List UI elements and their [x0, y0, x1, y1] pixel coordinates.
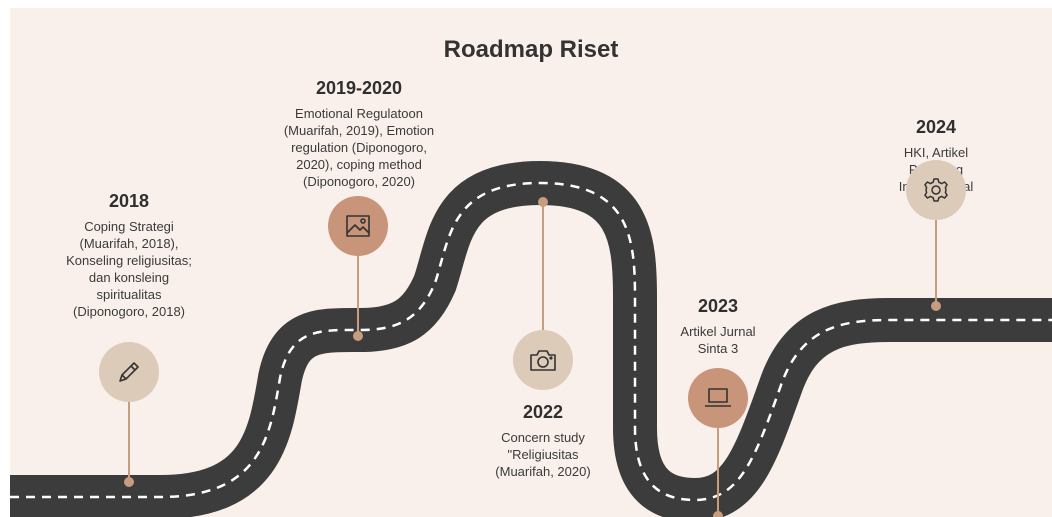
roadmap-canvas: Roadmap Riset 2018 Coping Strategi (Muar… — [10, 8, 1052, 517]
milestone-year: 2018 — [108, 191, 150, 211]
milestone-year: 2022 — [522, 402, 564, 422]
gear-icon — [906, 160, 966, 220]
page-title: Roadmap Riset — [443, 36, 619, 63]
milestone-year: 2024 — [915, 117, 957, 137]
image-icon — [328, 196, 388, 256]
milestone-2018: 2018 Coping Strategi (Muarifah, 2018), K… — [44, 191, 214, 320]
milestone-description: Emotional Regulatoon (Muarifah, 2019), E… — [283, 106, 435, 189]
pin-2019-2020 — [353, 254, 363, 341]
pin-2022 — [538, 197, 548, 330]
road-lane-marking — [10, 181, 1052, 502]
pin-2023 — [713, 422, 723, 517]
milestone-2019-2020: 2019-2020 Emotional Regulatoon (Muarifah… — [244, 78, 474, 190]
pin-2018 — [124, 396, 134, 487]
milestone-2022: 2022 Concern study "Religiusitas (Muarif… — [463, 402, 623, 480]
milestone-year: 2023 — [697, 296, 739, 316]
pencil-icon — [99, 342, 159, 402]
milestone-description: Coping Strategi (Muarifah, 2018), Konsel… — [66, 219, 192, 319]
pin-2024 — [931, 220, 941, 311]
milestone-2023: 2023 Artikel Jurnal Sinta 3 — [648, 296, 788, 357]
laptop-icon — [688, 368, 748, 428]
camera-icon — [513, 330, 573, 390]
milestone-description: Artikel Jurnal Sinta 3 — [680, 324, 756, 356]
road-diagram — [10, 161, 1052, 517]
milestone-year: 2019-2020 — [315, 78, 403, 98]
milestone-description: Concern study "Religiusitas (Muarifah, 2… — [495, 430, 591, 479]
